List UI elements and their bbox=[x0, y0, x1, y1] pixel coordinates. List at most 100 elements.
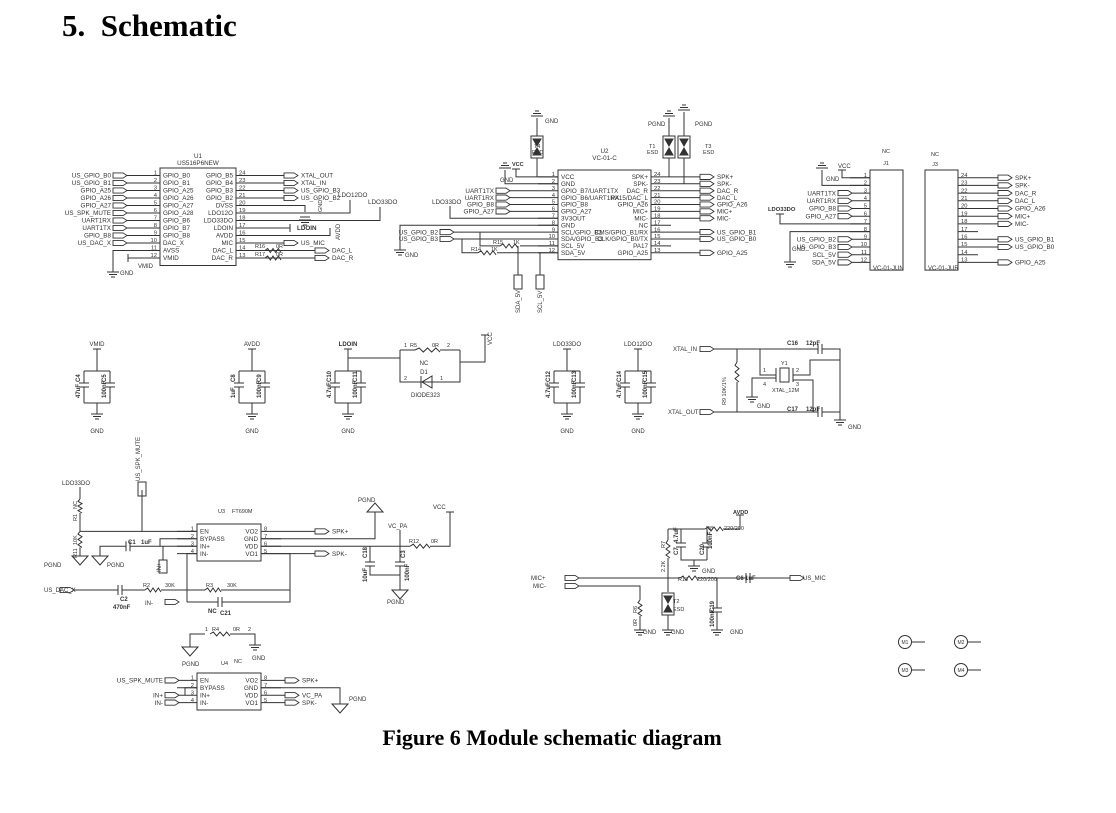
schematic-label: 30K bbox=[165, 583, 175, 589]
pin-number: 19 bbox=[239, 208, 245, 214]
schematic-label: 0R bbox=[633, 619, 639, 626]
net-port-flag bbox=[699, 215, 715, 222]
pin-name: AVDD bbox=[216, 233, 233, 240]
pin-name: IN- bbox=[200, 551, 208, 558]
pin-name: GND bbox=[561, 222, 575, 229]
schematic-label: U3 bbox=[218, 509, 225, 515]
pin-number: 7 bbox=[264, 534, 267, 540]
net-label: UART1RX bbox=[465, 195, 495, 202]
net-port-flag bbox=[314, 247, 330, 254]
net-port-flag bbox=[837, 236, 853, 243]
net-label: GPIO_A25 bbox=[1015, 260, 1046, 267]
pin-number: 1 bbox=[191, 676, 194, 682]
wire bbox=[264, 247, 282, 254]
pin-name: GPIO_B3 bbox=[206, 188, 233, 195]
wire bbox=[112, 250, 160, 272]
diode-icon bbox=[421, 375, 433, 389]
pin-number: 6 bbox=[552, 207, 555, 213]
pgnd-symbol bbox=[70, 555, 90, 566]
net-label: UART1RX bbox=[807, 198, 837, 205]
pin-name: GPIO_A26 bbox=[163, 195, 194, 202]
pin-name: MIC- bbox=[634, 216, 648, 223]
schematic-label: GND bbox=[702, 569, 716, 575]
net-port-flag bbox=[112, 172, 128, 179]
wire bbox=[515, 169, 558, 178]
net-label: GPIO_A25 bbox=[717, 250, 748, 257]
pin-number: 16 bbox=[654, 227, 660, 233]
schematic-label: NC bbox=[931, 152, 939, 158]
wire bbox=[236, 207, 381, 221]
schematic-label: GND bbox=[826, 177, 840, 183]
esd-diode-icon bbox=[532, 138, 542, 148]
net-label: US_SPK_MUTE bbox=[65, 210, 111, 217]
wire bbox=[461, 239, 478, 254]
net-port-flag bbox=[699, 194, 715, 201]
schematic-label: GND bbox=[730, 630, 744, 636]
schematic-label: 1 bbox=[763, 368, 766, 374]
cap-value: 100nF bbox=[643, 380, 649, 398]
schematic-label: 100nF bbox=[708, 531, 714, 549]
net-label: MIC- bbox=[717, 216, 731, 223]
pin-number: 7 bbox=[264, 683, 267, 689]
net-label: MIC+ bbox=[717, 209, 733, 216]
net-label: DAC_L bbox=[717, 195, 738, 202]
schematic-label: R4 bbox=[212, 627, 219, 633]
wire bbox=[159, 538, 197, 547]
pin-name: GPIO_B6/UART1RX bbox=[561, 195, 620, 202]
net-label: IN- bbox=[155, 700, 163, 707]
esd-diode-icon bbox=[679, 146, 689, 156]
net-port-flag bbox=[699, 180, 715, 187]
pin-name: VO1 bbox=[245, 551, 258, 558]
net-port-flag bbox=[997, 243, 1013, 251]
net-port-flag bbox=[997, 182, 1013, 189]
schematic-label: R3 bbox=[206, 583, 213, 589]
pin-number: 21 bbox=[654, 193, 660, 199]
pin-name: GPIO_A25 bbox=[163, 188, 194, 195]
net-label: UART1TX bbox=[82, 225, 111, 232]
pin-name: PA15/DAC_L bbox=[611, 195, 648, 202]
schematic-label: US_SPK_MUTE bbox=[136, 437, 142, 481]
pin-number: 6 bbox=[264, 690, 267, 696]
net-port-flag bbox=[112, 187, 128, 194]
net-port-flag bbox=[699, 235, 715, 243]
schematic-label: 220/200 bbox=[697, 577, 717, 583]
net-label: US_SPK_MUTE bbox=[117, 678, 163, 685]
net-label: US_DAC_X bbox=[78, 240, 112, 247]
schematic-label: AVDD bbox=[336, 223, 342, 240]
cap-value: 100nF bbox=[102, 380, 108, 398]
schematic-label: LDO33DO bbox=[368, 199, 397, 206]
pin-name: BYPASS bbox=[200, 536, 225, 543]
net-label: DAC_R bbox=[1015, 190, 1037, 197]
net-port-flag bbox=[314, 254, 330, 262]
schematic-label: SDA_5V bbox=[516, 290, 522, 313]
pin-number: 4 bbox=[191, 698, 195, 704]
schematic-label: VMID bbox=[138, 264, 154, 270]
net-label: SPK- bbox=[302, 700, 317, 707]
schematic-label: VC-01-JUR bbox=[928, 266, 959, 272]
net-port-flag bbox=[997, 174, 1013, 181]
pin-name: VCC bbox=[561, 174, 575, 181]
net-label: US_GPIO_B0 bbox=[1015, 244, 1055, 251]
schematic-label: C1 bbox=[128, 540, 136, 546]
net-port-flag bbox=[283, 179, 299, 187]
u1-part: US516P6NEW bbox=[177, 160, 219, 167]
net-port-flag bbox=[59, 586, 75, 594]
pin-name: VO2 bbox=[245, 678, 258, 685]
net-port-flag bbox=[495, 201, 511, 208]
net-port-flag bbox=[997, 236, 1013, 243]
wire bbox=[449, 206, 558, 219]
pin-name: GPIO_B6 bbox=[163, 218, 190, 225]
schematic-label: U4 bbox=[221, 661, 228, 667]
schematic-label: AVDD bbox=[733, 510, 748, 516]
schematic-label: 2 bbox=[248, 627, 251, 633]
schematic-label: NC bbox=[420, 361, 429, 367]
wire bbox=[789, 231, 870, 262]
schematic-label: 0R bbox=[276, 244, 283, 250]
schematic-label: XTAL_IN bbox=[673, 347, 697, 353]
pin-name: NC bbox=[639, 222, 649, 229]
gnd-label: GND bbox=[631, 429, 645, 435]
schematic-label: Y1 bbox=[781, 361, 788, 367]
net-port-flag bbox=[439, 235, 455, 243]
pin-name: SPK- bbox=[633, 181, 648, 188]
pin-number: 23 bbox=[239, 178, 245, 184]
